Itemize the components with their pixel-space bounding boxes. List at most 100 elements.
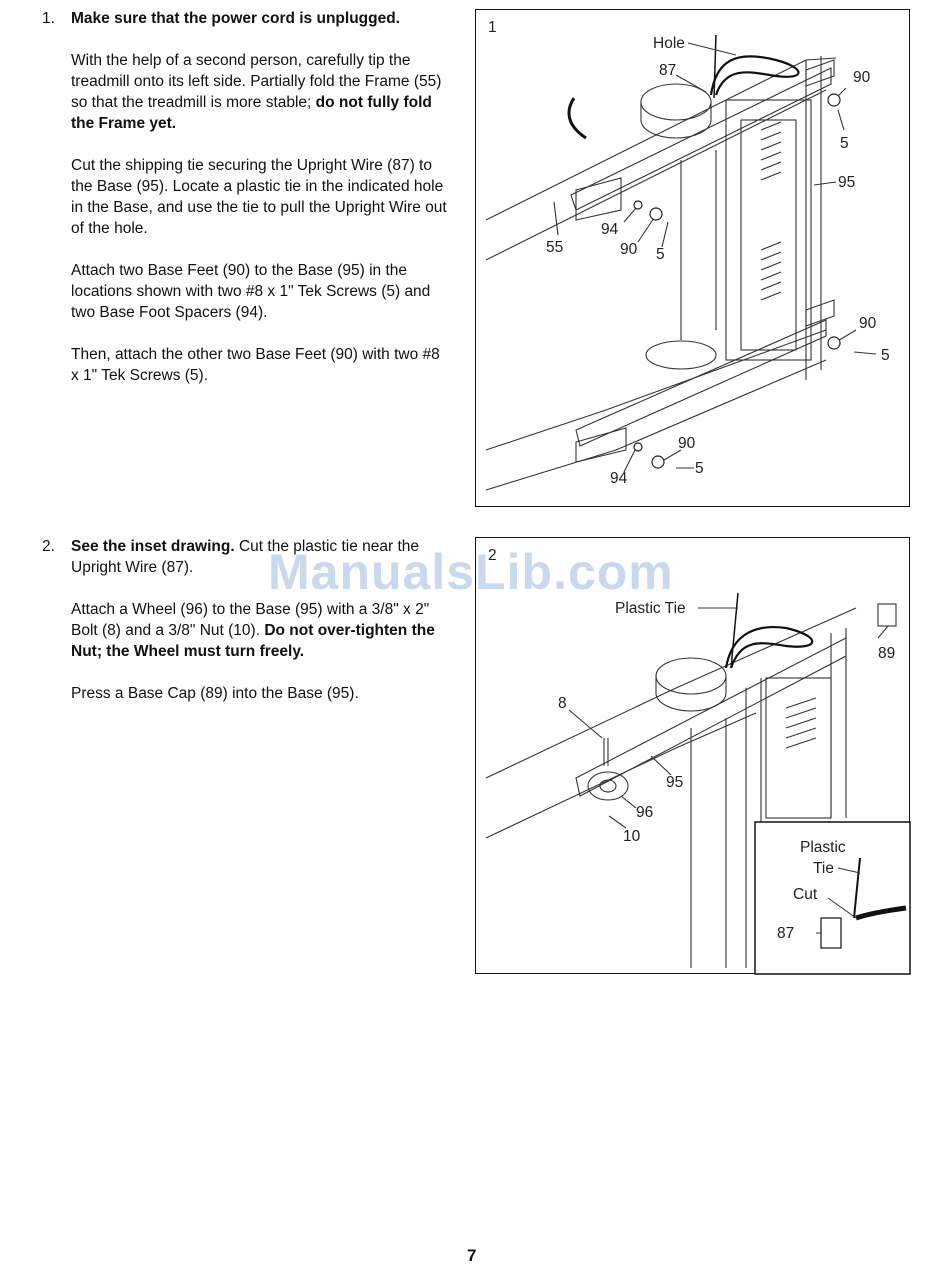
leader-10 [608,815,627,829]
base-end-brackets [805,59,835,327]
step-1-p1-text: With the help of a second person, carefu… [71,52,442,111]
leader-94b [623,447,637,473]
step-2-paragraph-2: Attach a Wheel (96) to the Base (95) wit… [71,599,451,662]
step-2-number: 2. [42,538,55,555]
label-10: 10 [623,828,641,845]
label-87: 87 [659,62,676,79]
wheel-96 [587,771,629,801]
base-foot-90-b [649,207,663,221]
inset-label-tie: Tie [813,860,834,877]
upright-disc-side [655,676,727,712]
bolt-8 [603,738,609,766]
step-1-paragraph-4: Then, attach the other two Base Feet (90… [71,346,440,384]
watermark: ManualsLib.com [268,544,674,600]
label-8: 8 [558,695,567,712]
leader-95 [650,755,672,776]
label-5-d: 5 [695,460,704,477]
label-94-a: 94 [601,221,619,238]
base-foot-90-a [827,93,841,107]
label-5-a: 5 [840,135,849,152]
step-1-number: 1. [42,10,55,27]
upright-wire-loop [709,55,800,96]
upright-post [805,56,822,380]
label-90-d: 90 [678,435,696,452]
foot-bracket-lower [575,427,627,463]
inset-wire [855,905,907,921]
label-95: 95 [666,774,683,791]
spacer-94-b [633,442,643,452]
leader-5b [661,221,669,248]
frame-rail-lower-2 [485,359,827,491]
motor-housing [725,99,812,361]
label-90-b: 90 [620,241,638,258]
step-2-paragraph-3: Press a Base Cap (89) into the Base (95)… [71,685,359,702]
step-1-paragraph-3: Attach two Base Feet (90) to the Base (9… [71,262,431,321]
spacer-94-a [633,200,643,210]
label-5-b: 5 [656,246,665,263]
plastic-tie-line [730,592,739,669]
inset-label-cut: Cut [793,886,818,903]
motor-housing [765,677,832,819]
leader-hole [687,42,737,56]
inset-frame [754,821,911,975]
frame-rail-lower [485,712,757,839]
leader-90b [637,217,655,243]
inset-plastic-tie [853,857,861,919]
label-94-b: 94 [610,470,628,487]
inset-label-87: 87 [777,925,794,942]
frame-rail-upper [485,607,857,779]
vent-slits [760,121,782,301]
leader-5c [853,351,877,355]
step-1-p1-bold: do not fully fold the Frame yet. [71,94,432,132]
vent-slits [785,697,817,749]
step-1-body: Make sure that the power cord is unplugg… [71,8,451,407]
upright-post-right [830,628,847,818]
label-5-c: 5 [881,347,890,364]
figure-1: 1 Hole 87 90 5 95 55 94 90 5 90 5 90 94 … [475,9,910,507]
label-95: 95 [838,174,855,191]
step-2-p2-text: Attach a Wheel (96) to the Base (95) wit… [71,601,430,639]
figure-2-number: 2 [488,547,497,564]
leader-55 [553,201,559,236]
step-1-paragraph-1: With the help of a second person, carefu… [71,50,451,134]
base-cap-89 [877,603,897,627]
step-2-p1-text: Cut the plastic tie near the Upright Wir… [71,538,420,576]
leader-87 [675,74,707,93]
label-90-c: 90 [859,315,877,332]
plastic-tie-line [713,34,717,99]
page-number: 7 [467,1246,477,1265]
inset-leaders [816,867,861,934]
figure-2: Plastic Tie Cut 87 2 Plastic Tie 89 8 95… [475,537,911,975]
base-foot-90-d [651,455,665,469]
leader-5a [837,109,845,131]
motor-cover [740,119,797,351]
lower-disc [645,340,717,370]
inset-drawing: Plastic Tie Cut 87 [754,821,911,975]
upright-wire-loop [724,625,814,669]
leader-96 [620,795,637,809]
leader-89 [877,625,889,639]
upright-column [680,150,717,340]
foot-bracket-upper [575,177,622,221]
frame-rail-upper [485,57,837,221]
label-96: 96 [636,804,653,821]
frame-rail-lower [485,329,827,451]
upright-column [690,718,727,968]
label-55: 55 [546,239,563,256]
wheel-hub [599,779,617,793]
upright-disc-side [640,102,712,139]
label-plastic-tie: Plastic Tie [615,600,686,617]
label-89: 89 [878,645,895,662]
inset-label-plastic: Plastic [800,839,846,856]
step-2-paragraph-1: See the inset drawing. Cut the plastic t… [71,536,451,578]
base-rail-bottom [575,319,827,447]
step-1-heading: Make sure that the power cord is unplugg… [71,10,400,27]
step-2-p2-bold: Do not over-tighten the Nut; the Wheel m… [71,622,435,660]
tip-arrow [567,97,587,140]
leader-95 [813,181,837,186]
step-2-p1-bold: See the inset drawing. [71,538,235,555]
base-rail-top [570,67,832,211]
leader-90d [663,449,682,461]
upright-disc [655,657,727,695]
figure-2-drawing: Plastic Tie Cut 87 2 Plastic Tie 89 8 95… [485,547,911,975]
